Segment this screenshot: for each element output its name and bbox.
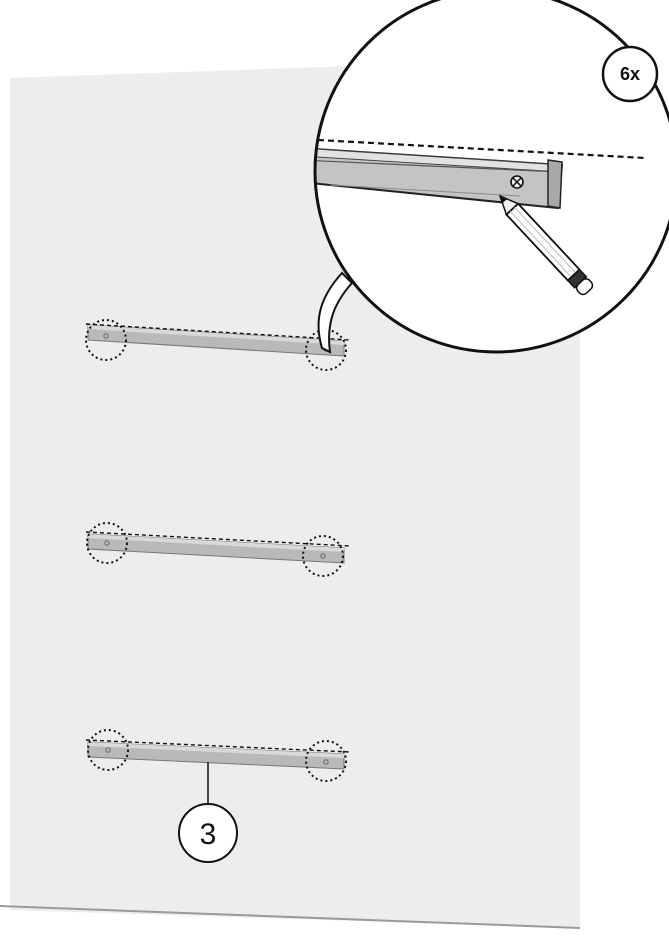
floor-line xyxy=(0,905,581,929)
screw-icon xyxy=(510,175,524,189)
hole-marker-right xyxy=(302,535,344,577)
part-callout xyxy=(178,803,238,863)
hole-marker-left xyxy=(86,522,128,564)
magnifier-callout xyxy=(313,0,669,354)
hole-marker-right xyxy=(305,329,347,371)
level-line xyxy=(85,531,351,547)
pencil-icon xyxy=(498,194,594,296)
quantity-label: 6x xyxy=(620,64,640,84)
level-line xyxy=(85,323,351,341)
rail-2 xyxy=(85,522,351,577)
rail-3 xyxy=(85,729,351,782)
part-number: 3 xyxy=(200,818,217,851)
zoomed-level-line xyxy=(317,138,646,160)
rail-1 xyxy=(85,319,351,371)
quantity-badge xyxy=(601,45,659,103)
level-line xyxy=(85,739,351,753)
zoom-tail xyxy=(317,271,354,354)
hole-marker-left xyxy=(87,729,129,771)
hole-marker-left xyxy=(85,319,127,361)
hole-marker-right xyxy=(305,740,347,782)
